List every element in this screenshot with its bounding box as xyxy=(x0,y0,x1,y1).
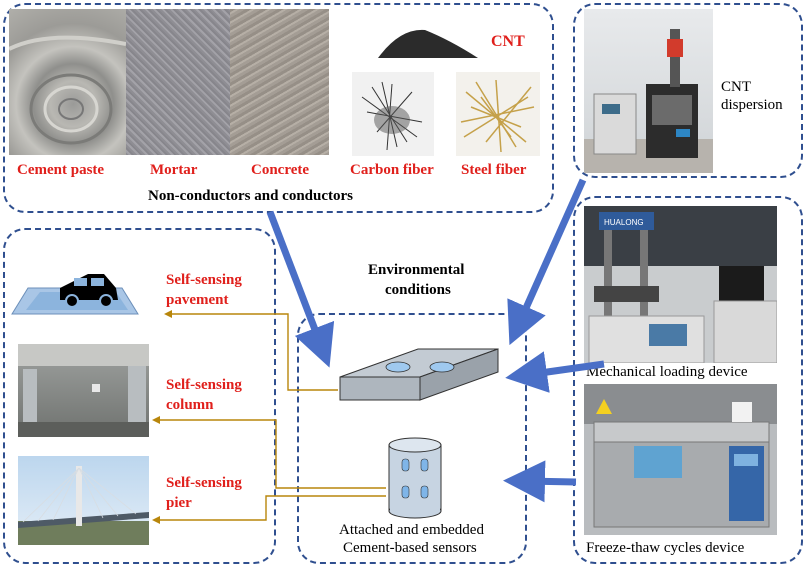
steel-fiber-photo xyxy=(456,72,540,156)
cnt-dispersion-panel xyxy=(573,3,803,178)
pavement-label-line1: Self-sensing xyxy=(166,272,242,288)
mortar-label: Mortar xyxy=(150,162,198,178)
mechanical-loading-photo: HUALONG xyxy=(584,206,777,363)
cement-paste-photo xyxy=(9,9,126,155)
freeze-thaw-caption: Freeze-thaw cycles device xyxy=(586,540,745,556)
cement-paste-label: Cement paste xyxy=(17,162,105,178)
materials-caption: Non-conductors and conductors xyxy=(148,188,354,204)
ultrasonic-disperser-photo xyxy=(584,9,713,173)
pier-photo xyxy=(18,456,149,545)
mechanical-loading-caption: Mechanical loading device xyxy=(586,364,748,380)
mortar-photo xyxy=(126,9,230,155)
sensors-line2: Cement-based sensors xyxy=(343,540,477,556)
environmental-line2: conditions xyxy=(385,282,451,298)
concrete-photo xyxy=(230,9,329,155)
carbon-fiber-label: Carbon fiber xyxy=(350,162,434,178)
cnt-label: CNT xyxy=(491,33,525,50)
pier-label-line2: pier xyxy=(166,495,192,511)
column-photo xyxy=(18,344,149,437)
carbon-fiber-photo xyxy=(352,72,434,156)
cnt-dispersion-line1: CNT xyxy=(721,79,751,95)
arrow-freeze-to-sensor xyxy=(503,460,577,503)
devices-panel xyxy=(573,196,803,564)
column-label-line2: column xyxy=(166,397,214,413)
pier-label-line1: Self-sensing xyxy=(166,475,242,491)
sensors-line1: Attached and embedded xyxy=(339,522,484,538)
applications-panel xyxy=(3,228,276,564)
concrete-label: Concrete xyxy=(251,162,310,178)
pavement-label-line2: pavement xyxy=(166,292,229,308)
column-label-line1: Self-sensing xyxy=(166,377,242,393)
steel-fiber-label: Steel fiber xyxy=(461,162,527,178)
environmental-line1: Environmental xyxy=(368,262,465,278)
hualong-brand: HUALONG xyxy=(604,218,644,227)
cnt-dispersion-line2: dispersion xyxy=(721,97,783,113)
freeze-thaw-photo xyxy=(584,384,777,535)
